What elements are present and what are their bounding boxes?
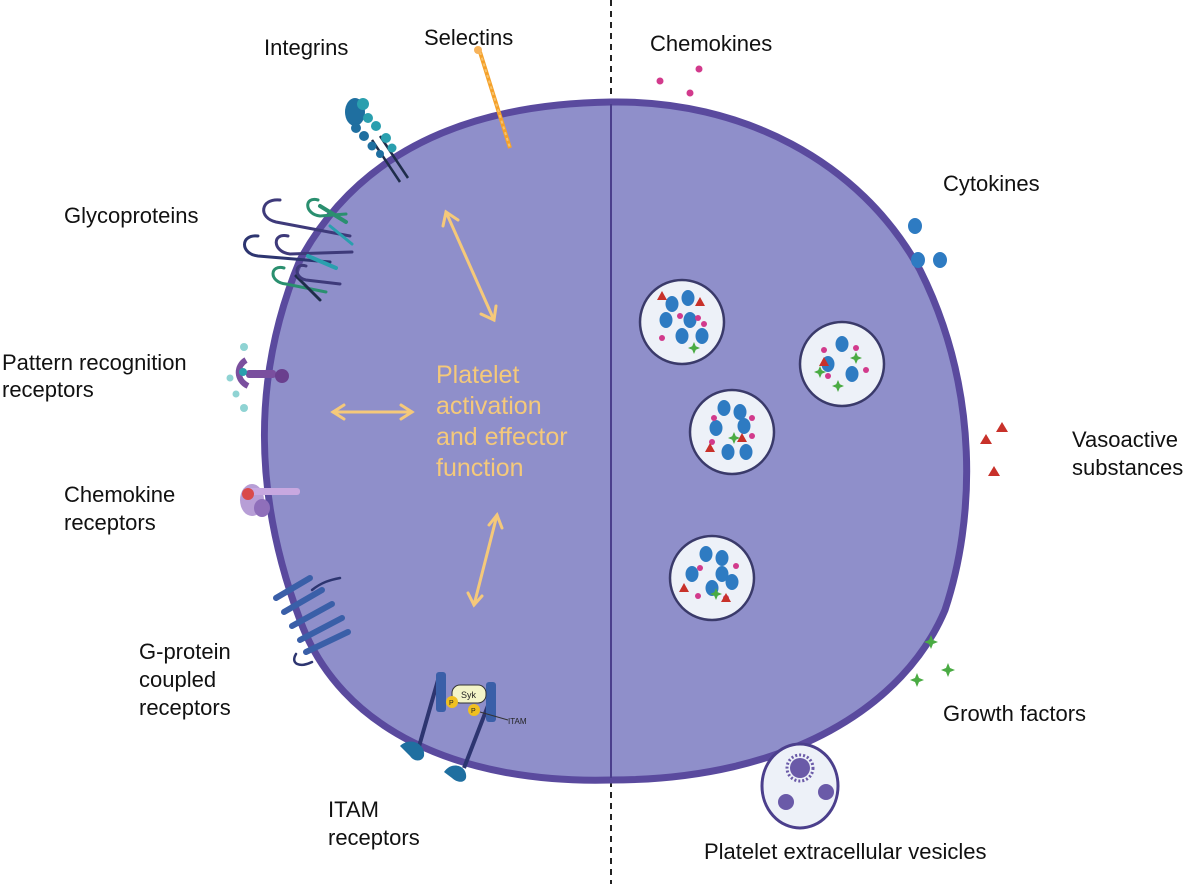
label-itam-2: receptors (328, 825, 420, 850)
granule-blue-dot (717, 400, 731, 416)
integrin-receptor (345, 98, 410, 183)
center-line-1: Platelet (436, 361, 520, 389)
granule-red-triangle (695, 297, 705, 306)
granule (638, 278, 726, 366)
arrow-left (330, 403, 415, 421)
label-vasoactive-2: substances (1072, 455, 1184, 480)
granule-blue-dot (675, 328, 689, 344)
center-title: Platelet activation and effector functio… (436, 360, 636, 484)
granule-blue-dot (665, 296, 679, 312)
phospho-label-1: P (449, 700, 454, 707)
label-chemokine-receptors-1: Chemokine (64, 482, 176, 507)
granule-blue-dot (715, 566, 729, 582)
granule-magenta-dot (749, 433, 755, 439)
granule-magenta-dot (709, 439, 715, 445)
label-itam-1: ITAM (328, 797, 379, 822)
granule-blue-dot (699, 546, 713, 562)
granule (668, 534, 756, 622)
granule (688, 388, 776, 476)
label-cytokines: Cytokines (943, 171, 1040, 196)
center-line-4: function (436, 454, 524, 482)
granule-magenta-dot (825, 373, 831, 379)
arrow-up (441, 209, 498, 323)
gpcr-receptor (273, 575, 351, 666)
pattern-recognition-receptor (226, 343, 289, 412)
granule-magenta-dot (821, 347, 827, 353)
granule-magenta-dot (697, 565, 703, 571)
granule-blue-dot (739, 444, 753, 460)
granule-blue-dot (681, 290, 695, 306)
granule-blue-dot (835, 336, 849, 352)
chemokine-dots (656, 65, 703, 97)
granule-magenta-dot (733, 563, 739, 569)
granule-blue-dot (709, 420, 723, 436)
granule-magenta-dot (659, 335, 665, 341)
vasoactive-triangles (980, 422, 1008, 476)
label-gpcr-2: coupled (139, 667, 217, 692)
granule-blue-dot (685, 566, 699, 582)
label-pev: Platelet extracellular vesicles (704, 839, 987, 864)
granule-green-star (710, 588, 722, 600)
center-line-3: and effector (436, 423, 568, 451)
granule-blue-dot (733, 404, 747, 420)
granule-green-star (850, 352, 862, 364)
granule-red-triangle (737, 433, 747, 442)
label-chemokine-receptors-2: receptors (64, 510, 156, 535)
granule-green-star (688, 342, 700, 354)
granule-blue-dot (683, 312, 697, 328)
glycoprotein-receptors (243, 197, 354, 302)
granule-blue-dot (721, 444, 735, 460)
granule-magenta-dot (695, 315, 701, 321)
granule-red-triangle (705, 443, 715, 452)
growth-factor-stars (910, 635, 955, 687)
granule-blue-dot (659, 312, 673, 328)
selectin-receptor (474, 46, 512, 149)
granule-magenta-dot (863, 367, 869, 373)
granule-blue-dot (715, 550, 729, 566)
granule-magenta-dot (711, 415, 717, 421)
granule-magenta-dot (677, 313, 683, 319)
granule-blue-dot (737, 418, 751, 434)
itam-small-label: ITAM (508, 717, 527, 726)
arrow-down (466, 512, 504, 608)
granule-red-triangle (721, 593, 731, 602)
label-gpcr-1: G-protein (139, 639, 231, 664)
cytokine-ovals (908, 218, 947, 268)
center-line-2: activation (436, 392, 542, 420)
itam-receptor (400, 672, 509, 782)
granule-magenta-dot (695, 593, 701, 599)
granule-red-triangle (657, 291, 667, 300)
label-chemokines: Chemokines (650, 31, 773, 56)
granule-red-triangle (819, 357, 829, 366)
label-glycoproteins: Glycoproteins (64, 203, 199, 228)
label-prr-1: Pattern recognition (2, 350, 187, 375)
granule-magenta-dot (749, 415, 755, 421)
granule-blue-dot (725, 574, 739, 590)
granule-magenta-dot (853, 345, 859, 351)
granule-green-star (728, 432, 740, 444)
granule-green-star (814, 366, 826, 378)
granule-red-triangle (679, 583, 689, 592)
label-gpcr-3: receptors (139, 695, 231, 720)
granule-green-star (832, 380, 844, 392)
granule-magenta-dot (701, 321, 707, 327)
label-selectins: Selectins (424, 25, 514, 50)
label-integrins: Integrins (264, 35, 349, 60)
phospho-label-2: P (471, 708, 476, 715)
activation-arrows (330, 209, 504, 608)
granule (798, 320, 886, 408)
extracellular-vesicle (760, 742, 840, 830)
granules (638, 278, 886, 622)
label-growth-factors: Growth factors (943, 701, 1087, 726)
label-vasoactive-1: Vasoactive (1072, 427, 1178, 452)
granule-blue-dot (695, 328, 709, 344)
label-prr-2: receptors (2, 377, 94, 402)
chemokine-receptor (240, 484, 300, 517)
syk-label: Syk (461, 690, 477, 700)
granule-blue-dot (845, 366, 859, 382)
